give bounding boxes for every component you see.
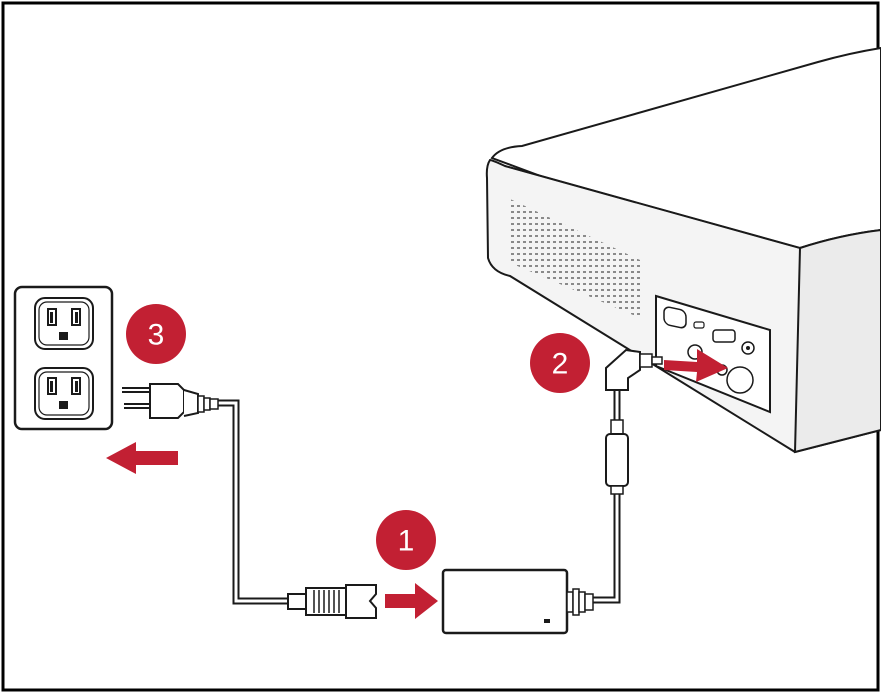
port-panel — [655, 294, 771, 414]
step-number-3: 3 — [148, 319, 165, 352]
ferrite-core-icon — [605, 419, 629, 495]
power-adapter-icon — [441, 568, 594, 635]
speaker-grille — [508, 198, 640, 318]
projector-icon — [485, 46, 881, 454]
step-number-2: 2 — [552, 348, 569, 381]
arrow-icon — [106, 349, 728, 619]
step-badge-3: 3 — [126, 304, 186, 364]
step-badge-2: 2 — [530, 333, 590, 393]
dc-connector-icon — [605, 348, 663, 391]
step-number-1: 1 — [398, 525, 415, 558]
cable-ac — [217, 399, 290, 605]
step-badge-1: 1 — [376, 510, 436, 570]
wall-outlet-icon — [13, 285, 114, 431]
c13-connector-icon — [287, 584, 377, 619]
power-plug-icon — [122, 383, 219, 419]
